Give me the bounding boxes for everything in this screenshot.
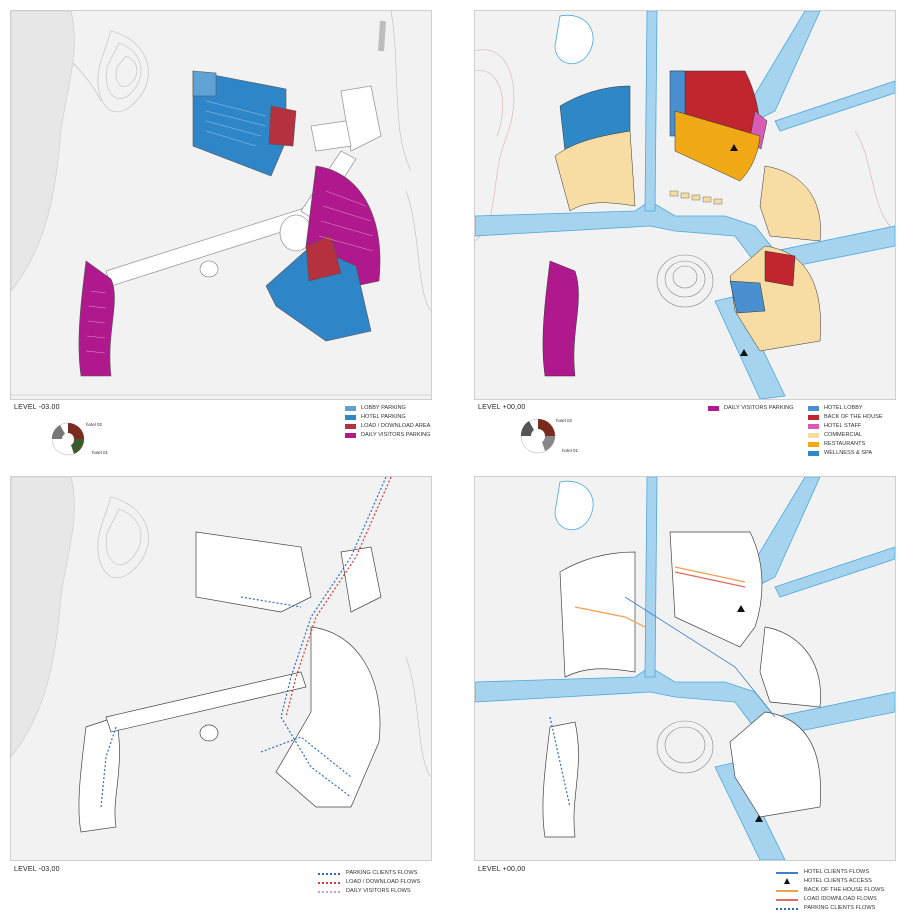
legend-p2: HOTEL LOBBY BACK OF THE HOUSE HOTEL STAF… bbox=[808, 404, 883, 458]
commercial-south bbox=[729, 245, 821, 352]
site-plan-level-minus-3-flows bbox=[10, 476, 432, 861]
parking-stalls bbox=[85, 100, 374, 354]
topographic-mound bbox=[656, 720, 714, 774]
rock-feature bbox=[199, 260, 219, 278]
water-channels bbox=[475, 11, 895, 399]
legend-p1: LOBBY PARKING HOTEL PARKING LOAD / DOWNL… bbox=[345, 404, 431, 440]
flow-lines bbox=[549, 566, 776, 808]
load-area-zone-south bbox=[305, 235, 342, 282]
triangle-icon bbox=[784, 877, 790, 884]
topography-lines bbox=[97, 496, 431, 778]
topographic-mound bbox=[656, 254, 714, 308]
hotel-lobby-south bbox=[729, 280, 766, 314]
restaurants bbox=[674, 110, 761, 182]
legend-item: HOTEL PARKING bbox=[345, 413, 431, 422]
site-plan-drawing bbox=[475, 477, 895, 860]
site-plan-level-0-colored bbox=[474, 10, 896, 400]
legend-item: WELLNESS & SPA bbox=[808, 449, 883, 458]
site-plan-level-minus-3-colored bbox=[10, 10, 432, 400]
level-label-p3: LEVEL -03,00 bbox=[14, 866, 60, 873]
site-plan-drawing bbox=[475, 11, 895, 399]
kiosks bbox=[669, 190, 723, 205]
legend-item: PARKING CLIENTS FLOWS bbox=[318, 869, 420, 878]
back-of-house-south bbox=[764, 250, 796, 287]
level-label-p1: LEVEL -03.00 bbox=[14, 404, 60, 411]
legend-item: COMMERCIAL bbox=[808, 431, 883, 440]
load-area-zone bbox=[268, 105, 297, 147]
lobby-parking-zone bbox=[192, 70, 217, 97]
site-plan-level-0-flows bbox=[474, 476, 896, 861]
legend-p4: HOTEL CLIENTS FLOWS HOTEL CLIENTS ACCESS… bbox=[776, 868, 884, 913]
legend-item: BACK OF THE HOUSE FLOWS bbox=[776, 886, 884, 895]
legend-item: LOAD /DOWNLOAD FLOWS bbox=[776, 895, 884, 904]
inset-label-hotel-01: hotel 01 bbox=[562, 448, 579, 453]
legend-p2-left: DAILY VISITORS PARKING bbox=[708, 404, 794, 413]
commercial-east bbox=[759, 165, 821, 242]
key-plan-inset-p1: hotel 02 hotel 01 bbox=[40, 416, 120, 462]
legend-item: HOTEL CLIENTS FLOWS bbox=[776, 868, 884, 877]
legend-item: DAILY VISITORS PARKING bbox=[345, 431, 431, 440]
daily-visitors-zone-west bbox=[78, 260, 115, 377]
inset-label-hotel-01: hotel 01 bbox=[92, 450, 109, 455]
daily-visitors-parking-zone bbox=[542, 260, 579, 377]
legend-item: HOTEL STAFF bbox=[808, 422, 883, 431]
level-label-p4: LEVEL +00,00 bbox=[478, 866, 526, 873]
legend-item: BACK OF THE HOUSE bbox=[808, 413, 883, 422]
site-plan-drawing bbox=[11, 477, 431, 833]
inset-label-hotel-02: hotel 02 bbox=[556, 418, 573, 423]
commercial-west bbox=[554, 130, 636, 212]
inset-label-hotel-02: hotel 02 bbox=[86, 422, 103, 427]
site-plan-drawing bbox=[11, 11, 431, 396]
flow-lines bbox=[100, 477, 392, 808]
legend-item: HOTEL CLIENTS ACCESS bbox=[776, 877, 884, 886]
hillside bbox=[11, 11, 75, 292]
legend-item: DAILY VISITORS PARKING bbox=[708, 404, 794, 413]
legend-item: HOTEL LOBBY bbox=[808, 404, 883, 413]
legend-item: LOAD / DOWNLOAD FLOWS bbox=[318, 878, 420, 887]
legend-item: LOAD / DOWNLOAD AREA bbox=[345, 422, 431, 431]
hotel-parking-zone bbox=[192, 70, 287, 177]
key-plan-inset-p2: hotel 02 hotel 01 bbox=[510, 410, 590, 462]
legend-item: PARKING CLIENTS FLOWS bbox=[776, 904, 884, 913]
level-label-p2: LEVEL +00,00 bbox=[478, 404, 526, 411]
legend-item: DAILY VISITORS FLOWS bbox=[318, 887, 420, 896]
building-outlines bbox=[78, 531, 382, 833]
legend-p3: PARKING CLIENTS FLOWS LOAD / DOWNLOAD FL… bbox=[318, 869, 420, 896]
building-outlines bbox=[542, 531, 821, 838]
legend-item: RESTAURANTS bbox=[808, 440, 883, 449]
legend-item: LOBBY PARKING bbox=[345, 404, 431, 413]
